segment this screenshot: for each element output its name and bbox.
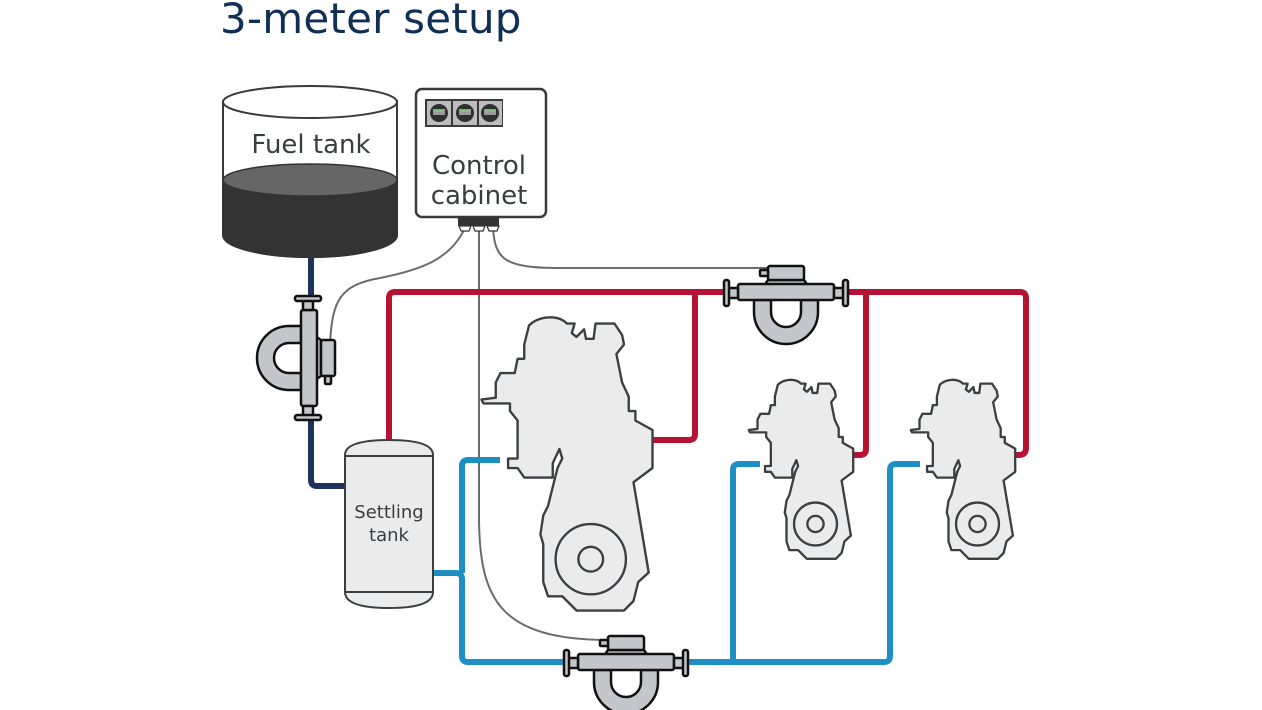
control-cabinet: Control cabinet [414, 87, 548, 232]
display-3 [479, 101, 502, 125]
fuel-tank-label: Fuel tank [251, 130, 370, 160]
signal-wires [329, 227, 772, 641]
return-pipe-main-engine [652, 292, 698, 443]
fuel-tank: Fuel tank [222, 85, 398, 258]
auxiliary-engine-2 [909, 378, 1017, 560]
page-title: 3-meter setup [220, 0, 522, 43]
engine-supply-pipe [432, 461, 920, 665]
control-cabinet-label-line1: Control [432, 151, 526, 181]
cabinet-displays [425, 99, 503, 127]
cable-gland-block [458, 217, 499, 226]
settling-tank-label-line2: tank [369, 525, 409, 546]
wire-to-return-meter [492, 227, 772, 269]
flow-meter-engine-supply [562, 634, 690, 710]
control-cabinet-label-line2: cabinet [431, 181, 528, 211]
settling-tank-label-line1: Settling [354, 502, 423, 523]
display-2 [453, 101, 477, 125]
flow-meter-return-line [722, 264, 850, 346]
wire-to-engine-supply-meter [478, 228, 611, 641]
wire-to-supply-meter [329, 227, 466, 346]
return-pipe-aux-engine-1 [842, 292, 869, 458]
main-engine [480, 316, 654, 612]
auxiliary-engine-1 [747, 378, 855, 560]
pipe-fuel-tank-to-settling-tank [308, 255, 348, 489]
flow-meter-supply-from-fuel-tank [255, 294, 337, 422]
engine-supply-pipe-main [459, 457, 500, 573]
settling-tank: Settling tank [344, 438, 434, 610]
engine-supply-pipe-aux-1 [730, 461, 760, 662]
return-pipe [386, 289, 1029, 458]
display-1 [427, 101, 451, 125]
